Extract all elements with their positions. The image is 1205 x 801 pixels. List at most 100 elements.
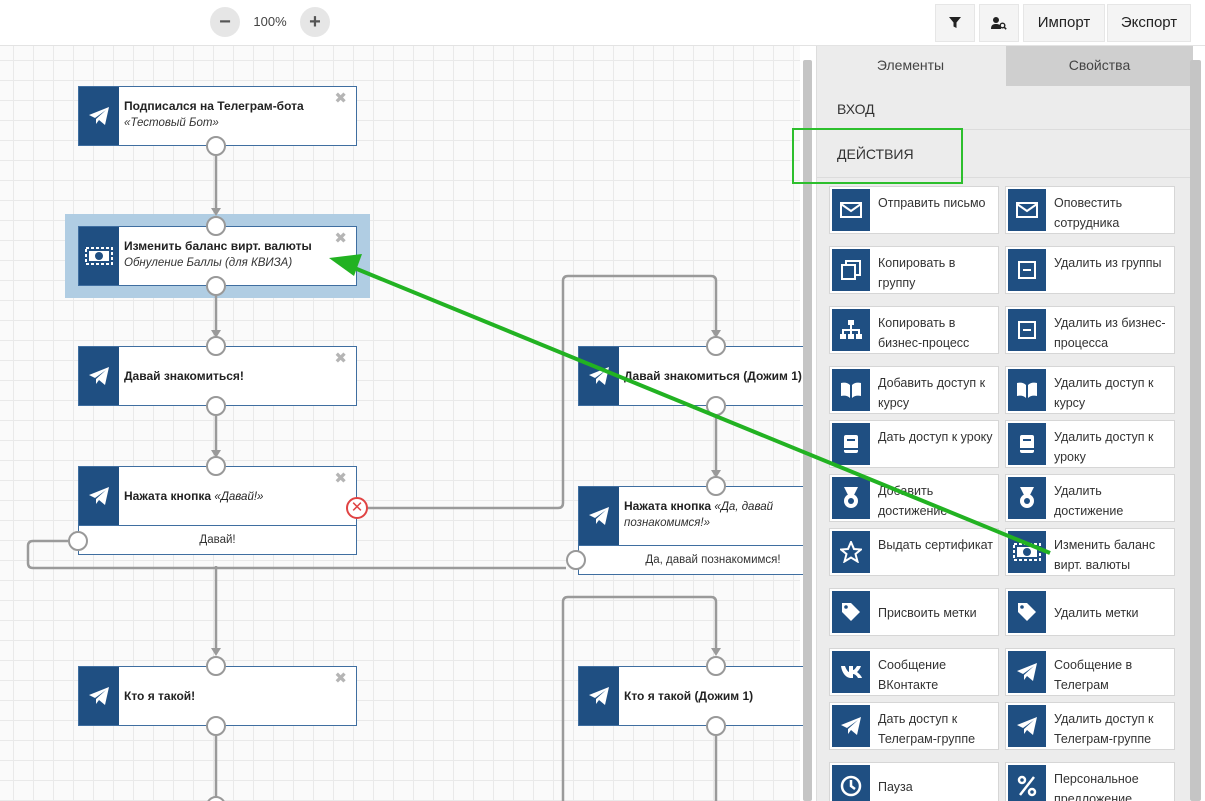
action-tile[interactable]: Удалить метки — [1005, 588, 1175, 636]
user-search-button[interactable] — [979, 4, 1019, 42]
filter-button[interactable] — [935, 4, 975, 42]
output-port[interactable] — [206, 716, 226, 736]
action-tile[interactable]: Дать доступ к уроку — [829, 420, 999, 468]
close-icon[interactable]: ✖ — [334, 670, 347, 687]
node-title: Изменить баланс вирт. валюты — [124, 239, 312, 253]
action-tile[interactable]: Пауза — [829, 762, 999, 801]
action-label: Присвоить метки — [878, 606, 977, 620]
error-icon[interactable]: ✕ — [346, 497, 368, 519]
action-tile[interactable]: Выдать сертификат — [829, 528, 999, 576]
minus-box-icon — [1008, 249, 1046, 291]
minus-box-icon — [1008, 309, 1046, 351]
action-label: Персональное предложение — [1054, 772, 1139, 801]
flow-node-telegram-message[interactable]: Давай знакомиться (Дожим 1) — [578, 346, 808, 406]
node-subtitle: Обнуление Баллы (для КВИЗА) — [124, 257, 293, 269]
action-tile[interactable]: Дать доступ к Телеграм-группе — [829, 702, 999, 750]
action-label: Выдать сертификат — [878, 538, 994, 552]
import-button[interactable]: Импорт — [1023, 4, 1105, 42]
panel-scrollbar[interactable] — [1190, 60, 1201, 801]
flow-node-telegram-message[interactable]: Кто я такой (Дожим 1) — [578, 666, 808, 726]
output-port[interactable] — [706, 396, 726, 416]
action-tile[interactable]: Присвоить метки — [829, 588, 999, 636]
action-label: Удалить доступ к курсу — [1054, 376, 1154, 410]
action-tile[interactable]: Удалить доступ к уроку — [1005, 420, 1175, 468]
output-port[interactable] — [206, 276, 226, 296]
action-label: Дать доступ к уроку — [878, 430, 993, 444]
telegram-icon — [1008, 651, 1046, 693]
action-tile[interactable]: Изменить баланс вирт. валюты — [1005, 528, 1175, 576]
action-tile[interactable]: Удалить из группы — [1005, 246, 1175, 294]
tag-icon — [1008, 591, 1046, 633]
telegram-icon — [579, 487, 619, 545]
node-title: Подписался на Телеграм-бота — [124, 99, 304, 113]
book-open-icon — [832, 369, 870, 411]
action-tile[interactable]: Сообщение в Телеграм — [1005, 648, 1175, 696]
action-tile[interactable]: Копировать в группу — [829, 246, 999, 294]
toolbar: − 100% + Импорт Экспорт — [0, 0, 1205, 46]
flow-node-telegram-message[interactable]: Давай знакомиться! ✖ — [78, 346, 357, 406]
section-actions[interactable]: ДЕЙСТВИЯ — [817, 131, 1191, 178]
action-label: Дать доступ к Телеграм-группе — [878, 712, 976, 746]
action-tile[interactable]: Персональное предложение — [1005, 762, 1175, 801]
node-title: Давай знакомиться! — [124, 369, 244, 383]
output-port[interactable] — [206, 136, 226, 156]
node-title: Нажата кнопка «Да, давай — [624, 499, 773, 513]
input-port[interactable] — [206, 456, 226, 476]
telegram-icon — [79, 87, 119, 145]
node-button-option: Да, давай познакомимся! — [578, 545, 808, 575]
input-port[interactable] — [206, 216, 226, 236]
input-port[interactable] — [206, 656, 226, 676]
copy-icon — [832, 249, 870, 291]
action-tile[interactable]: Отправить письмо — [829, 186, 999, 234]
input-port[interactable] — [706, 476, 726, 496]
action-label: Удалить из группы — [1054, 256, 1162, 270]
action-label: Изменить баланс вирт. валюты — [1054, 538, 1156, 572]
input-port[interactable] — [706, 336, 726, 356]
flow-node-telegram-subscribe[interactable]: Подписался на Телеграм-бота «Тестовый Бо… — [78, 86, 357, 146]
medal-icon — [1008, 477, 1046, 519]
close-icon[interactable]: ✖ — [334, 230, 347, 247]
output-port[interactable] — [68, 531, 88, 551]
action-tile[interactable]: Добавить доступ к курсу — [829, 366, 999, 414]
action-tile[interactable]: Добавить достижение — [829, 474, 999, 522]
export-button[interactable]: Экспорт — [1107, 4, 1191, 42]
telegram-icon — [579, 347, 619, 405]
tab-elements[interactable]: Элементы — [817, 46, 1004, 86]
close-icon[interactable]: ✖ — [334, 90, 347, 107]
action-tile[interactable]: Копировать в бизнес-процесс — [829, 306, 999, 354]
highlight-box — [792, 128, 963, 184]
close-icon[interactable]: ✖ — [334, 350, 347, 367]
node-title: Давай знакомиться (Дожим 1) — [624, 369, 802, 383]
zoom-in-button[interactable]: + — [300, 7, 330, 37]
action-label: Копировать в группу — [878, 256, 956, 290]
action-tile[interactable]: Удалить достижение — [1005, 474, 1175, 522]
user-search-icon — [991, 17, 1007, 30]
telegram-icon — [79, 667, 119, 725]
action-label: Оповестить сотрудника — [1054, 196, 1123, 230]
flow-node-button-pressed[interactable]: Нажата кнопка «Да, давай познакомимся!» … — [578, 486, 808, 575]
node-title: Нажата кнопка «Давай!» — [124, 489, 264, 503]
flow-node-change-balance[interactable]: Изменить баланс вирт. валюты Обнуление Б… — [78, 226, 357, 286]
action-tile[interactable]: Удалить из бизнес-процесса — [1005, 306, 1175, 354]
money-icon — [1008, 531, 1046, 573]
output-port[interactable] — [566, 550, 586, 570]
action-label: Отправить письмо — [878, 196, 986, 210]
action-tile[interactable]: Удалить доступ к Телеграм-группе — [1005, 702, 1175, 750]
action-label: Сообщение ВКонтакте — [878, 658, 947, 692]
action-tile[interactable]: Удалить доступ к курсу — [1005, 366, 1175, 414]
close-icon[interactable]: ✖ — [334, 470, 347, 487]
output-port[interactable] — [206, 396, 226, 416]
input-port[interactable] — [206, 336, 226, 356]
action-label: Пауза — [878, 780, 913, 794]
zoom-out-button[interactable]: − — [210, 7, 240, 37]
action-tile[interactable]: Оповестить сотрудника — [1005, 186, 1175, 234]
section-input[interactable]: ВХОД — [817, 88, 1191, 130]
action-label: Сообщение в Телеграм — [1054, 658, 1133, 692]
input-port[interactable] — [706, 656, 726, 676]
tab-properties[interactable]: Свойства — [1006, 46, 1193, 86]
action-label: Удалить из бизнес-процесса — [1054, 316, 1166, 350]
action-tile[interactable]: Сообщение ВКонтакте — [829, 648, 999, 696]
book-icon — [1008, 423, 1046, 465]
output-port[interactable] — [706, 716, 726, 736]
